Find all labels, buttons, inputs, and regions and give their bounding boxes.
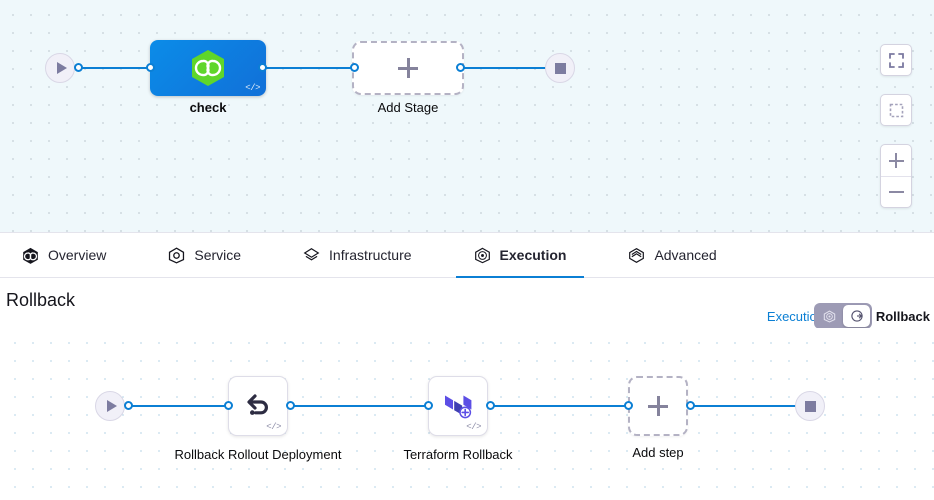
harness-hexagon-icon: [191, 49, 225, 87]
rollback-end-node[interactable]: [795, 391, 825, 421]
step-card-terraform-rollback[interactable]: </>: [428, 376, 488, 436]
edge-rb-addstep-to-end: [690, 405, 800, 407]
port-rb-step1-in[interactable]: [224, 401, 233, 410]
add-step-label: Add step: [632, 445, 684, 460]
port-addstage-in[interactable]: [350, 63, 359, 72]
play-icon: [56, 62, 67, 74]
tab-service[interactable]: Service: [164, 232, 245, 278]
pipeline-end-node[interactable]: [545, 53, 575, 83]
edge-start-to-stage: [78, 67, 156, 69]
page-title: Rollback: [6, 290, 76, 310]
harness-hexagon-icon: [22, 247, 39, 264]
tab-overview[interactable]: Overview: [18, 232, 110, 278]
stage-card-check[interactable]: </>: [150, 40, 266, 96]
selection-button[interactable]: [880, 94, 912, 126]
tab-advanced[interactable]: Advanced: [624, 232, 720, 278]
port-rb-start-out[interactable]: [124, 401, 133, 410]
rollback-canvas[interactable]: </> Rollback Rollout Deployment </> Terr…: [0, 328, 934, 500]
fullscreen-icon: [888, 52, 904, 68]
plus-icon: [888, 153, 904, 168]
zoom-out-button[interactable]: [881, 176, 911, 207]
port-rb-step2-out[interactable]: [486, 401, 495, 410]
tab-label: Overview: [48, 247, 107, 263]
infrastructure-layers-icon: [303, 247, 320, 264]
fullscreen-button[interactable]: [880, 44, 912, 76]
service-hexagon-icon: [168, 246, 185, 264]
step-card-rollback-rollout-deployment[interactable]: </>: [228, 376, 288, 436]
toggle-label-rollback[interactable]: Rollback: [875, 309, 930, 324]
execution-icon: [823, 309, 836, 323]
edge-rb-start-to-step1: [128, 405, 228, 407]
terraform-icon: [445, 395, 472, 419]
port-stage-out[interactable]: [258, 63, 267, 72]
add-step-card[interactable]: [628, 376, 688, 436]
plus-icon: [398, 58, 418, 78]
code-badge-icon: </>: [266, 422, 281, 432]
port-addstage-out[interactable]: [456, 63, 465, 72]
code-badge-icon: </>: [466, 422, 481, 432]
port-rb-addstep-in[interactable]: [624, 401, 633, 410]
rollback-start-node[interactable]: [95, 391, 125, 421]
tab-label: Advanced: [654, 247, 717, 263]
add-stage-label: Add Stage: [377, 100, 439, 115]
edge-stage-to-addstage: [262, 67, 354, 69]
step-label-rollback-rollout-deployment: Rollback Rollout Deployment: [174, 447, 342, 462]
port-stage-in[interactable]: [146, 63, 155, 72]
rollback-header: Rollback: [0, 278, 934, 328]
toggle-segment-rollback[interactable]: [843, 305, 870, 327]
plus-icon: [648, 396, 668, 416]
port-rb-addstep-out[interactable]: [686, 401, 695, 410]
rollback-arrow-icon: [850, 310, 863, 322]
add-stage-card[interactable]: [352, 41, 464, 95]
port-rb-step2-in[interactable]: [424, 401, 433, 410]
stop-icon: [804, 400, 816, 412]
execution-icon: [474, 247, 491, 264]
pipeline-canvas[interactable]: </> check Add Stage: [0, 0, 934, 232]
execution-rollback-toggle[interactable]: [814, 303, 872, 329]
tab-infrastructure[interactable]: Infrastructure: [299, 232, 415, 278]
pipeline-start-node[interactable]: [45, 53, 75, 83]
code-badge-icon: </>: [245, 83, 260, 93]
port-start-out[interactable]: [74, 63, 83, 72]
tab-execution[interactable]: Execution: [455, 232, 585, 279]
selection-box-icon: [889, 103, 903, 117]
zoom-in-button[interactable]: [881, 145, 911, 176]
minus-icon: [888, 191, 904, 193]
port-rb-step1-out[interactable]: [286, 401, 295, 410]
toggle-label-execution[interactable]: Execution: [766, 309, 824, 324]
tab-label: Infrastructure: [329, 247, 412, 263]
step-label-terraform-rollback: Terraform Rollback: [403, 447, 513, 462]
rollback-arrow-icon: [247, 394, 268, 415]
toggle-segment-execution[interactable]: [816, 305, 843, 327]
advanced-layers-icon: [628, 247, 645, 264]
tab-label: Execution: [499, 247, 567, 263]
play-icon: [106, 400, 117, 412]
edge-rb-step1-to-step2: [292, 405, 490, 407]
zoom-controls[interactable]: [880, 144, 912, 208]
stage-tab-bar[interactable]: Overview Service Infrastructure: [0, 232, 934, 279]
edge-addstage-to-end: [460, 67, 552, 69]
tab-label: Service: [194, 247, 242, 263]
edge-rb-step2-to-addstep: [492, 405, 628, 407]
stop-icon: [554, 62, 566, 74]
stage-label-check: check: [189, 100, 227, 115]
